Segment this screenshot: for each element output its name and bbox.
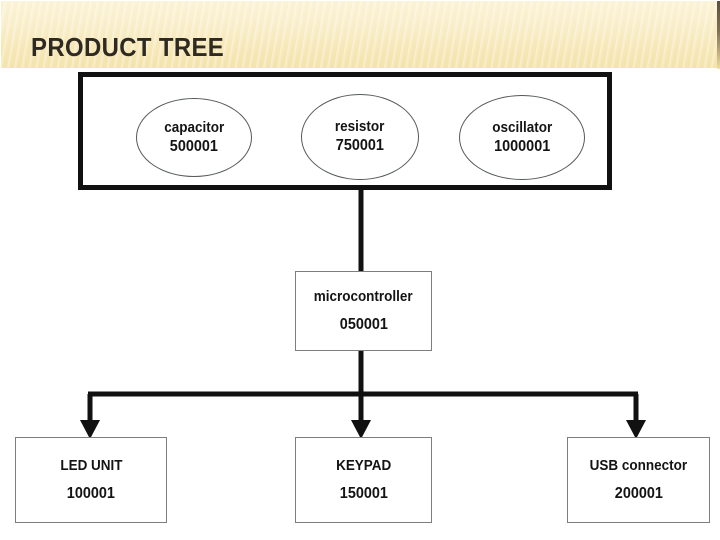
components-group-box: capacitor 500001 resistor 750001 oscilla…	[78, 72, 612, 190]
node-capacitor[interactable]: capacitor 500001	[136, 98, 252, 177]
node-microcontroller-name: microcontroller	[314, 289, 413, 305]
node-microcontroller-code: 050001	[339, 316, 388, 333]
node-resistor-name: resistor	[335, 119, 385, 135]
node-usb-connector[interactable]: USB connector 200001	[567, 437, 710, 523]
node-led-unit[interactable]: LED UNIT 100001	[15, 437, 167, 523]
title-banner: PRODUCT TREE	[0, 0, 720, 69]
node-keypad-code: 150001	[339, 485, 388, 502]
node-usb-connector-name: USB connector	[589, 458, 688, 474]
node-oscillator-code: 1000001	[493, 137, 551, 155]
node-microcontroller[interactable]: microcontroller 050001	[295, 271, 432, 351]
product-tree-diagram: capacitor 500001 resistor 750001 oscilla…	[0, 68, 720, 540]
node-oscillator[interactable]: oscillator 1000001	[459, 95, 585, 180]
page-title: PRODUCT TREE	[31, 32, 225, 62]
node-usb-connector-code: 200001	[614, 485, 663, 502]
node-resistor-code: 750001	[335, 137, 385, 154]
node-capacitor-code: 500001	[169, 137, 219, 155]
node-keypad-name: KEYPAD	[335, 458, 392, 474]
node-resistor[interactable]: resistor 750001	[301, 94, 419, 180]
node-keypad[interactable]: KEYPAD 150001	[295, 437, 432, 523]
banner-edge-accent	[717, 1, 720, 69]
node-capacitor-name: capacitor	[164, 119, 224, 136]
node-led-unit-code: 100001	[66, 485, 116, 502]
node-led-unit-name: LED UNIT	[59, 458, 123, 474]
node-oscillator-name: oscillator	[492, 119, 552, 136]
